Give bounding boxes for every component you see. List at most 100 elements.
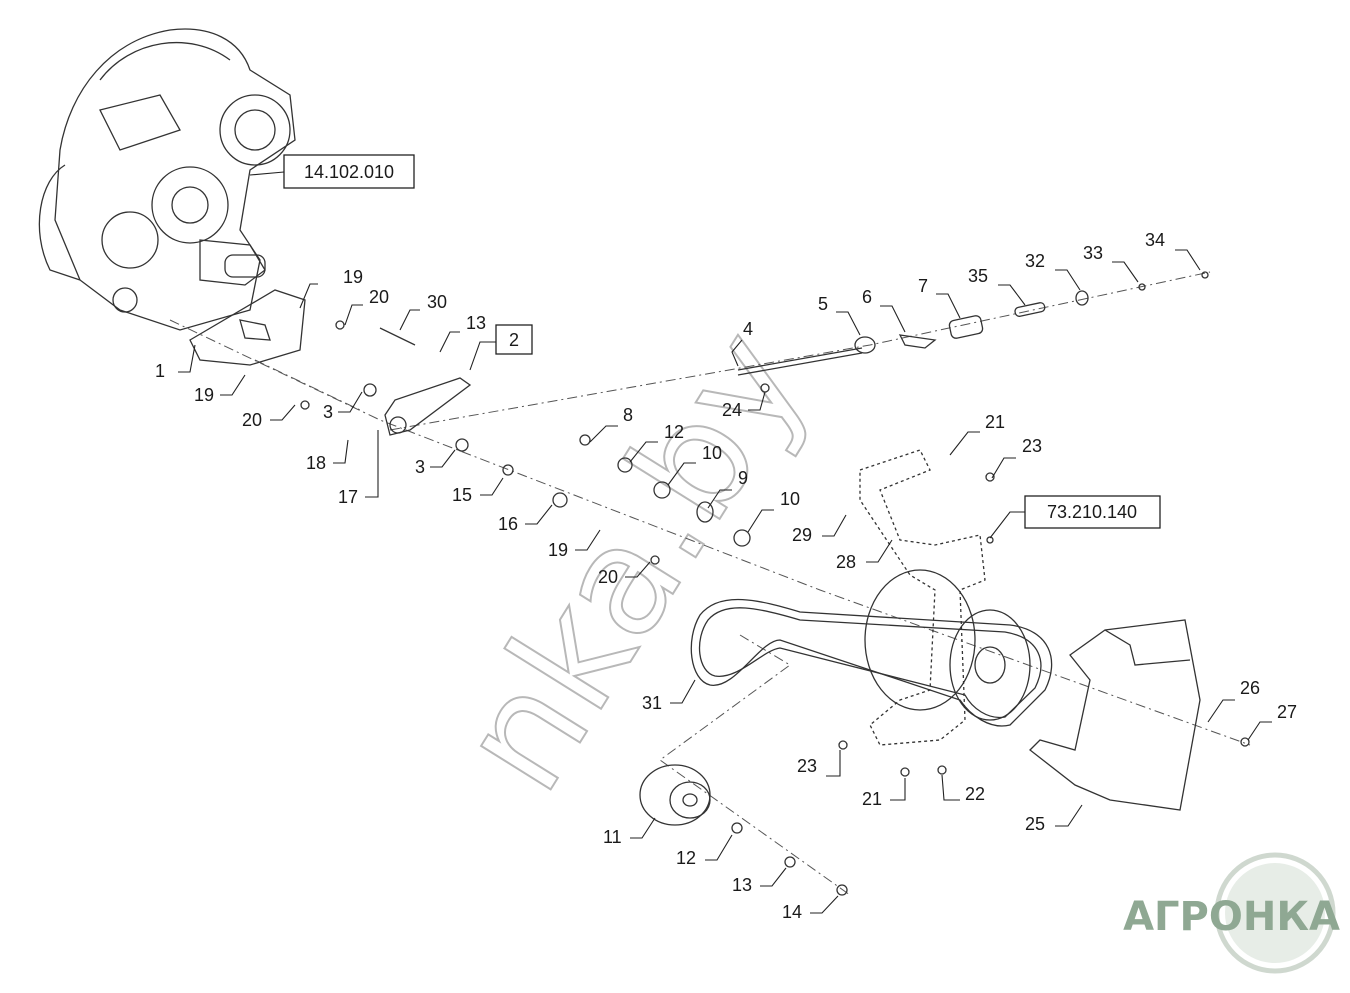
tension-rod-assembly xyxy=(737,271,1209,376)
callout-23[interactable]: 23 xyxy=(991,436,1042,479)
svg-text:25: 25 xyxy=(1025,814,1045,834)
svg-text:6: 6 xyxy=(862,287,872,307)
svg-text:19: 19 xyxy=(548,540,568,560)
callout-27[interactable]: 27 xyxy=(1247,702,1297,741)
callout-29[interactable]: 29 xyxy=(792,514,847,545)
callout-10[interactable]: 10 xyxy=(747,489,800,533)
callout-19[interactable]: 19 xyxy=(548,529,601,560)
callout-35[interactable]: 35 xyxy=(968,266,1026,306)
callout-14[interactable]: 14 xyxy=(782,895,839,922)
gearbox-assembly xyxy=(38,28,296,331)
callout-19[interactable]: 19 xyxy=(299,267,363,309)
brand-logo: АГРОНКА xyxy=(1123,852,1340,974)
assembly-axis-lines xyxy=(169,271,1251,896)
idler-pulley xyxy=(639,472,995,896)
svg-text:24: 24 xyxy=(722,400,742,420)
callout-21[interactable]: 21 xyxy=(862,778,906,809)
callouts: 1 19 20 30 13 19 20 3 18 17 3 15 16 19 2… xyxy=(155,230,1297,922)
ref-box-lever[interactable]: 2 xyxy=(469,324,533,371)
svg-text:11: 11 xyxy=(603,827,622,847)
callout-21[interactable]: 21 xyxy=(949,412,1005,456)
svg-text:32: 32 xyxy=(1025,251,1045,271)
svg-text:13: 13 xyxy=(732,875,752,895)
brand-logo-text: АГРОНКА xyxy=(1123,894,1340,940)
svg-text:27: 27 xyxy=(1277,702,1297,722)
svg-text:13: 13 xyxy=(466,313,486,333)
callout-13[interactable]: 13 xyxy=(439,313,486,353)
callout-12[interactable]: 12 xyxy=(629,422,684,463)
belt-guard xyxy=(1029,619,1250,811)
svg-text:23: 23 xyxy=(1022,436,1042,456)
callout-20[interactable]: 20 xyxy=(344,287,389,326)
callout-6[interactable]: 6 xyxy=(862,287,906,333)
svg-text:26: 26 xyxy=(1240,678,1260,698)
callout-9[interactable]: 9 xyxy=(707,468,748,509)
svg-text:14: 14 xyxy=(782,902,802,922)
svg-text:20: 20 xyxy=(369,287,389,307)
callout-24[interactable]: 24 xyxy=(722,391,766,420)
mounting-bracket xyxy=(859,449,994,746)
ref-box-bracket-label: 73.210.140 xyxy=(1047,502,1137,522)
svg-text:3: 3 xyxy=(323,402,333,422)
callout-33[interactable]: 33 xyxy=(1083,243,1139,283)
svg-text:10: 10 xyxy=(780,489,800,509)
callout-11[interactable]: 11 xyxy=(603,817,656,847)
svg-text:20: 20 xyxy=(598,567,618,587)
callout-17[interactable]: 17 xyxy=(338,430,379,507)
callout-25[interactable]: 25 xyxy=(1025,804,1083,834)
callout-20[interactable]: 20 xyxy=(598,561,651,587)
callout-8[interactable]: 8 xyxy=(589,405,633,443)
svg-text:8: 8 xyxy=(623,405,633,425)
svg-text:4: 4 xyxy=(743,319,753,339)
ref-box-bracket[interactable]: 73.210.140 xyxy=(989,495,1161,539)
callout-34[interactable]: 34 xyxy=(1145,230,1201,271)
svg-text:20: 20 xyxy=(242,410,262,430)
callout-5[interactable]: 5 xyxy=(818,294,861,336)
pulley-belt-assembly xyxy=(690,569,1053,727)
svg-text:1: 1 xyxy=(155,361,165,381)
callout-22[interactable]: 22 xyxy=(941,774,985,804)
svg-text:21: 21 xyxy=(862,789,882,809)
callout-7[interactable]: 7 xyxy=(918,276,961,319)
svg-text:22: 22 xyxy=(965,784,985,804)
svg-text:19: 19 xyxy=(343,267,363,287)
svg-text:21: 21 xyxy=(985,412,1005,432)
svg-text:28: 28 xyxy=(836,552,856,572)
callout-4[interactable]: 4 xyxy=(731,319,753,367)
callout-10[interactable]: 10 xyxy=(667,443,722,486)
callout-28[interactable]: 28 xyxy=(836,539,893,572)
tension-lever xyxy=(384,377,472,436)
callout-23[interactable]: 23 xyxy=(797,750,841,777)
callout-26[interactable]: 26 xyxy=(1207,678,1260,723)
svg-text:23: 23 xyxy=(797,756,817,776)
svg-text:18: 18 xyxy=(306,453,326,473)
callout-15[interactable]: 15 xyxy=(452,477,504,505)
hardware-parts xyxy=(300,320,770,565)
svg-text:19: 19 xyxy=(194,385,214,405)
svg-text:10: 10 xyxy=(702,443,722,463)
svg-text:34: 34 xyxy=(1145,230,1165,250)
callout-3[interactable]: 3 xyxy=(323,391,363,422)
callout-31[interactable]: 31 xyxy=(642,679,696,713)
svg-text:5: 5 xyxy=(818,294,828,314)
callout-19[interactable]: 19 xyxy=(194,374,246,405)
svg-text:3: 3 xyxy=(415,457,425,477)
svg-text:15: 15 xyxy=(452,485,472,505)
callout-16[interactable]: 16 xyxy=(498,504,553,534)
callout-20[interactable]: 20 xyxy=(242,404,296,430)
callout-32[interactable]: 32 xyxy=(1025,251,1081,291)
bracket-part-1 xyxy=(189,289,306,366)
callout-3[interactable]: 3 xyxy=(415,449,456,477)
svg-text:31: 31 xyxy=(642,693,662,713)
svg-text:9: 9 xyxy=(738,468,748,488)
callout-13[interactable]: 13 xyxy=(732,867,787,895)
svg-text:7: 7 xyxy=(918,276,928,296)
callout-1[interactable]: 1 xyxy=(155,344,196,381)
callout-12[interactable]: 12 xyxy=(676,834,733,868)
callout-30[interactable]: 30 xyxy=(399,292,447,331)
ref-box-gearbox[interactable]: 14.102.010 xyxy=(249,154,415,189)
svg-text:29: 29 xyxy=(792,525,812,545)
ref-box-lever-label: 2 xyxy=(509,330,519,350)
callout-18[interactable]: 18 xyxy=(306,439,349,473)
